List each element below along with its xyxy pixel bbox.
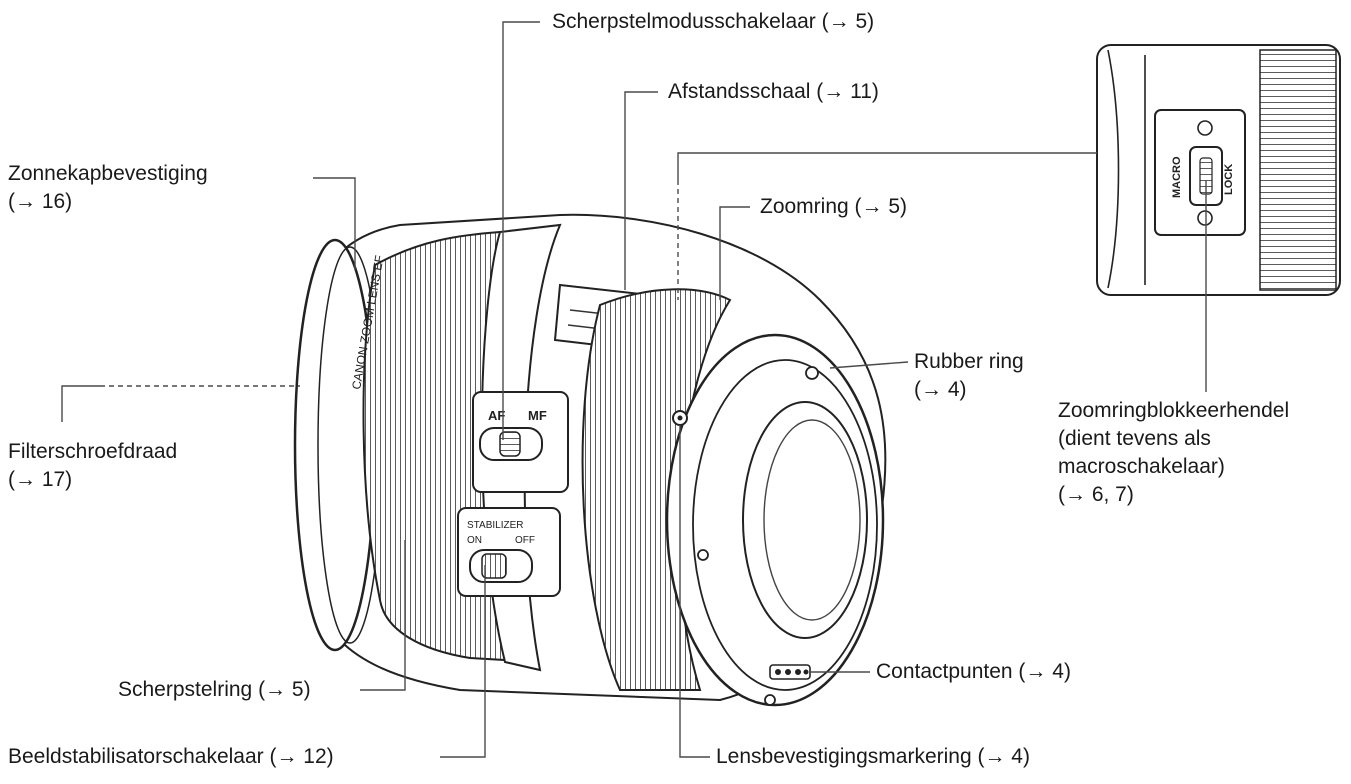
label-hood-mount: Zonnekapbevestiging (→ 16) (8, 162, 208, 213)
label-zoom-ring: Zoomring (→ 5) (760, 195, 908, 218)
leader-lines (61, 21, 1207, 758)
af-mf-switch: AF MF (472, 391, 569, 493)
label-focus-mode-switch: Scherpstelmodusschakelaar (→ 5) (552, 10, 875, 33)
label-zoom-lock-lever: Zoomringblokkeerhendel (dient tevens als… (1058, 399, 1290, 506)
svg-text:LOCK: LOCK (1223, 164, 1235, 195)
svg-text:MF: MF (528, 408, 547, 423)
svg-text:AF: AF (488, 408, 505, 423)
label-mount-index: Lensbevestigingsmarkering (→ 4) (716, 745, 1030, 768)
label-filter-thread: Filterschroefdraad (→ 17) (8, 440, 178, 491)
label-contacts: Contactpunten (→ 4) (876, 660, 1071, 683)
stabilizer-switch: STABILIZER ON OFF (457, 507, 561, 597)
label-stabilizer-switch: Beeldstabilisatorschakelaar (→ 12) (8, 745, 334, 768)
label-focus-ring: Scherpstelring (→ 5) (118, 678, 311, 701)
label-distance-scale: Afstandsschaal (→ 11) (668, 80, 879, 103)
label-rubber-ring: Rubber ring (→ 4) (914, 350, 1024, 401)
electrical-contacts (769, 664, 811, 680)
svg-text:OFF: OFF (515, 535, 535, 546)
svg-text:STABILIZER: STABILIZER (467, 520, 524, 531)
rear-element (742, 401, 868, 639)
svg-text:MACRO: MACRO (1171, 156, 1183, 198)
zoom-lock-inset: MACRO LOCK (1096, 44, 1341, 296)
svg-text:ON: ON (467, 535, 482, 546)
